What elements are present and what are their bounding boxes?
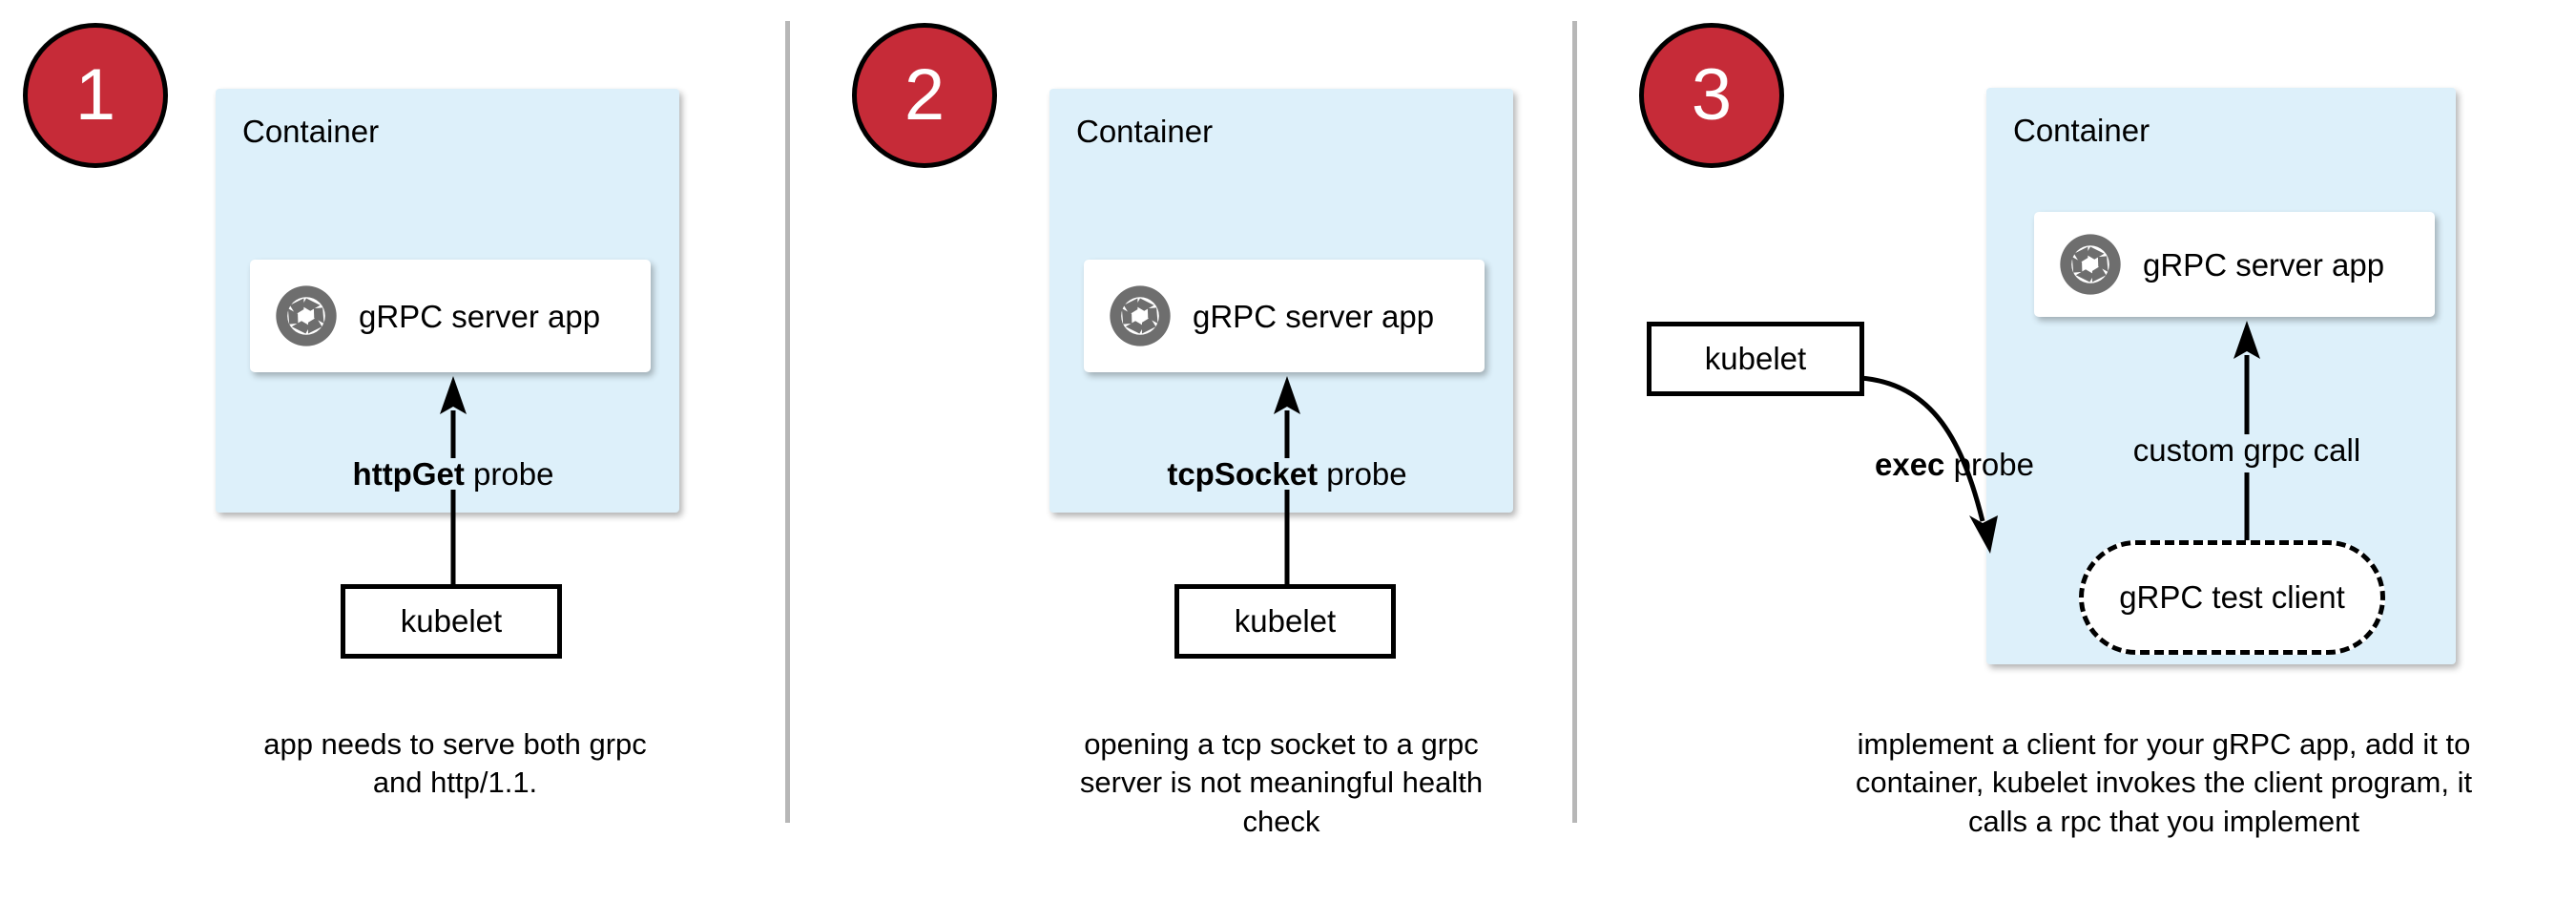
grpc-server-app-label-2: gRPC server app — [1193, 298, 1435, 334]
exec-probe-label-bold: exec — [1875, 447, 1945, 482]
panel-1-caption-text: app needs to serve both grpc and http/1.… — [263, 727, 647, 800]
step-badge-2-number: 2 — [904, 54, 945, 136]
tcpsocket-probe-label-bold: tcpSocket — [1167, 456, 1319, 492]
tcpsocket-probe-label-rest: probe — [1318, 456, 1407, 492]
httpget-probe-label-bold: httpGet — [352, 456, 465, 492]
custom-grpc-call-label: custom grpc call — [2080, 434, 2414, 466]
kubelet-label-1: kubelet — [400, 603, 503, 639]
grpc-server-app-card-1[interactable]: gRPC server app — [250, 260, 651, 372]
httpget-probe-label: httpGet probe — [286, 458, 620, 490]
panel-3-caption: implement a client for your gRPC app, ad… — [1847, 725, 2481, 841]
grpc-server-app-label-1: gRPC server app — [359, 298, 601, 334]
kubelet-label-3: kubelet — [1704, 341, 1807, 376]
tcpsocket-probe-label: tcpSocket probe — [1120, 458, 1454, 490]
container-label-1: Container — [242, 114, 380, 149]
step-badge-1: 1 — [23, 23, 168, 168]
custom-grpc-call-label-text: custom grpc call — [2132, 432, 2361, 468]
exec-probe-label: exec probe — [1875, 449, 2094, 480]
kubelet-box-1[interactable]: kubelet — [341, 584, 562, 659]
grpc-server-app-card-2[interactable]: gRPC server app — [1084, 260, 1485, 372]
panel-3-caption-text: implement a client for your gRPC app, ad… — [1855, 727, 2473, 838]
container-label-2: Container — [1076, 114, 1214, 149]
grpc-test-client-label: gRPC test client — [2119, 579, 2345, 615]
kubelet-box-2[interactable]: kubelet — [1174, 584, 1396, 659]
grpc-aperture-icon — [2060, 234, 2121, 295]
grpc-server-app-label-3: gRPC server app — [2143, 246, 2385, 283]
container-label-3: Container — [2013, 113, 2150, 148]
panel-divider-1 — [785, 21, 790, 823]
step-badge-3: 3 — [1639, 23, 1784, 168]
step-badge-3-number: 3 — [1691, 54, 1733, 136]
step-badge-2: 2 — [852, 23, 997, 168]
grpc-aperture-icon — [276, 285, 337, 346]
kubelet-box-3[interactable]: kubelet — [1647, 322, 1864, 396]
step-badge-1-number: 1 — [74, 54, 116, 136]
panel-2-caption-text: opening a tcp socket to a grpc server is… — [1079, 727, 1484, 838]
exec-probe-label-rest: probe — [1944, 447, 2034, 482]
grpc-server-app-card-3[interactable]: gRPC server app — [2034, 212, 2435, 317]
kubelet-label-2: kubelet — [1234, 603, 1337, 639]
panel-1-caption: app needs to serve both grpc and http/1.… — [241, 725, 669, 803]
panel-divider-2 — [1572, 21, 1577, 823]
grpc-test-client-box[interactable]: gRPC test client — [2079, 540, 2385, 655]
grpc-aperture-icon — [1110, 285, 1171, 346]
httpget-probe-label-rest: probe — [464, 456, 554, 492]
panel-2-caption: opening a tcp socket to a grpc server is… — [1050, 725, 1512, 841]
